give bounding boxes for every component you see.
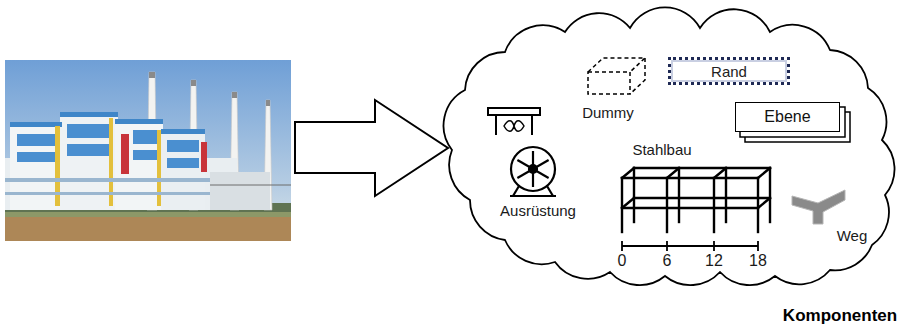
equipment-symbol bbox=[488, 108, 540, 135]
component-label: Dummy bbox=[582, 104, 634, 121]
component-label: Weg bbox=[837, 227, 868, 244]
box-text: Rand bbox=[711, 63, 747, 80]
steel-frame bbox=[622, 168, 770, 232]
axis-number: 12 bbox=[705, 252, 723, 270]
component-label: Stahlbau bbox=[632, 141, 691, 158]
plane-box: Ebene bbox=[735, 102, 840, 132]
component-label: Ausrüstung bbox=[500, 202, 576, 219]
axis-number: 0 bbox=[618, 252, 627, 270]
power-plant-photo bbox=[5, 60, 291, 241]
dummy-cube bbox=[588, 58, 645, 94]
axis-number: 6 bbox=[663, 252, 672, 270]
equipment-symbol bbox=[510, 147, 556, 196]
caption: Komponenten bbox=[783, 306, 897, 326]
border-box: Rand bbox=[668, 57, 790, 85]
path-symbol bbox=[792, 190, 845, 224]
box-text: Ebene bbox=[764, 108, 810, 126]
grid-axis bbox=[622, 241, 758, 251]
axis-number: 18 bbox=[749, 252, 767, 270]
